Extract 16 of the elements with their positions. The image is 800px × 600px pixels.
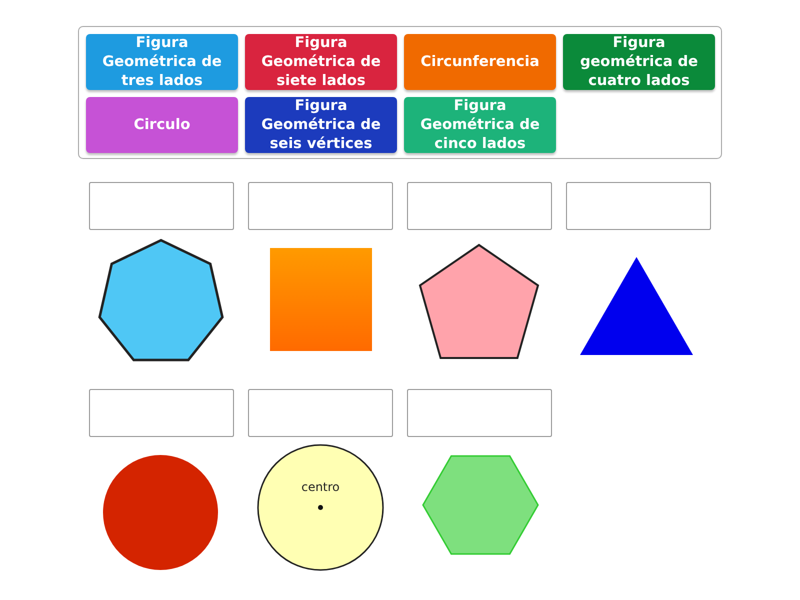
answer-box (89, 389, 234, 437)
answer-box (89, 182, 234, 230)
answer-box (407, 182, 552, 230)
answer-tile: Figura Geométrica de siete lados (245, 34, 397, 90)
tile-panel (78, 26, 722, 159)
answer-tile: Figura Geométrica de seis vértices (245, 97, 397, 153)
answer-tile: Circulo (86, 97, 238, 153)
answer-tile: Figura Geométrica de cinco lados (404, 97, 556, 153)
answer-tile: Figura geométrica de cuatro lados (563, 34, 715, 90)
answer-box (407, 389, 552, 437)
answer-tile: Figura Geométrica de tres lados (86, 34, 238, 90)
answer-box (566, 182, 711, 230)
answer-box (248, 389, 393, 437)
answer-tile: Circunferencia (404, 34, 556, 90)
answer-box (248, 182, 393, 230)
center-label: centro (300, 480, 341, 494)
